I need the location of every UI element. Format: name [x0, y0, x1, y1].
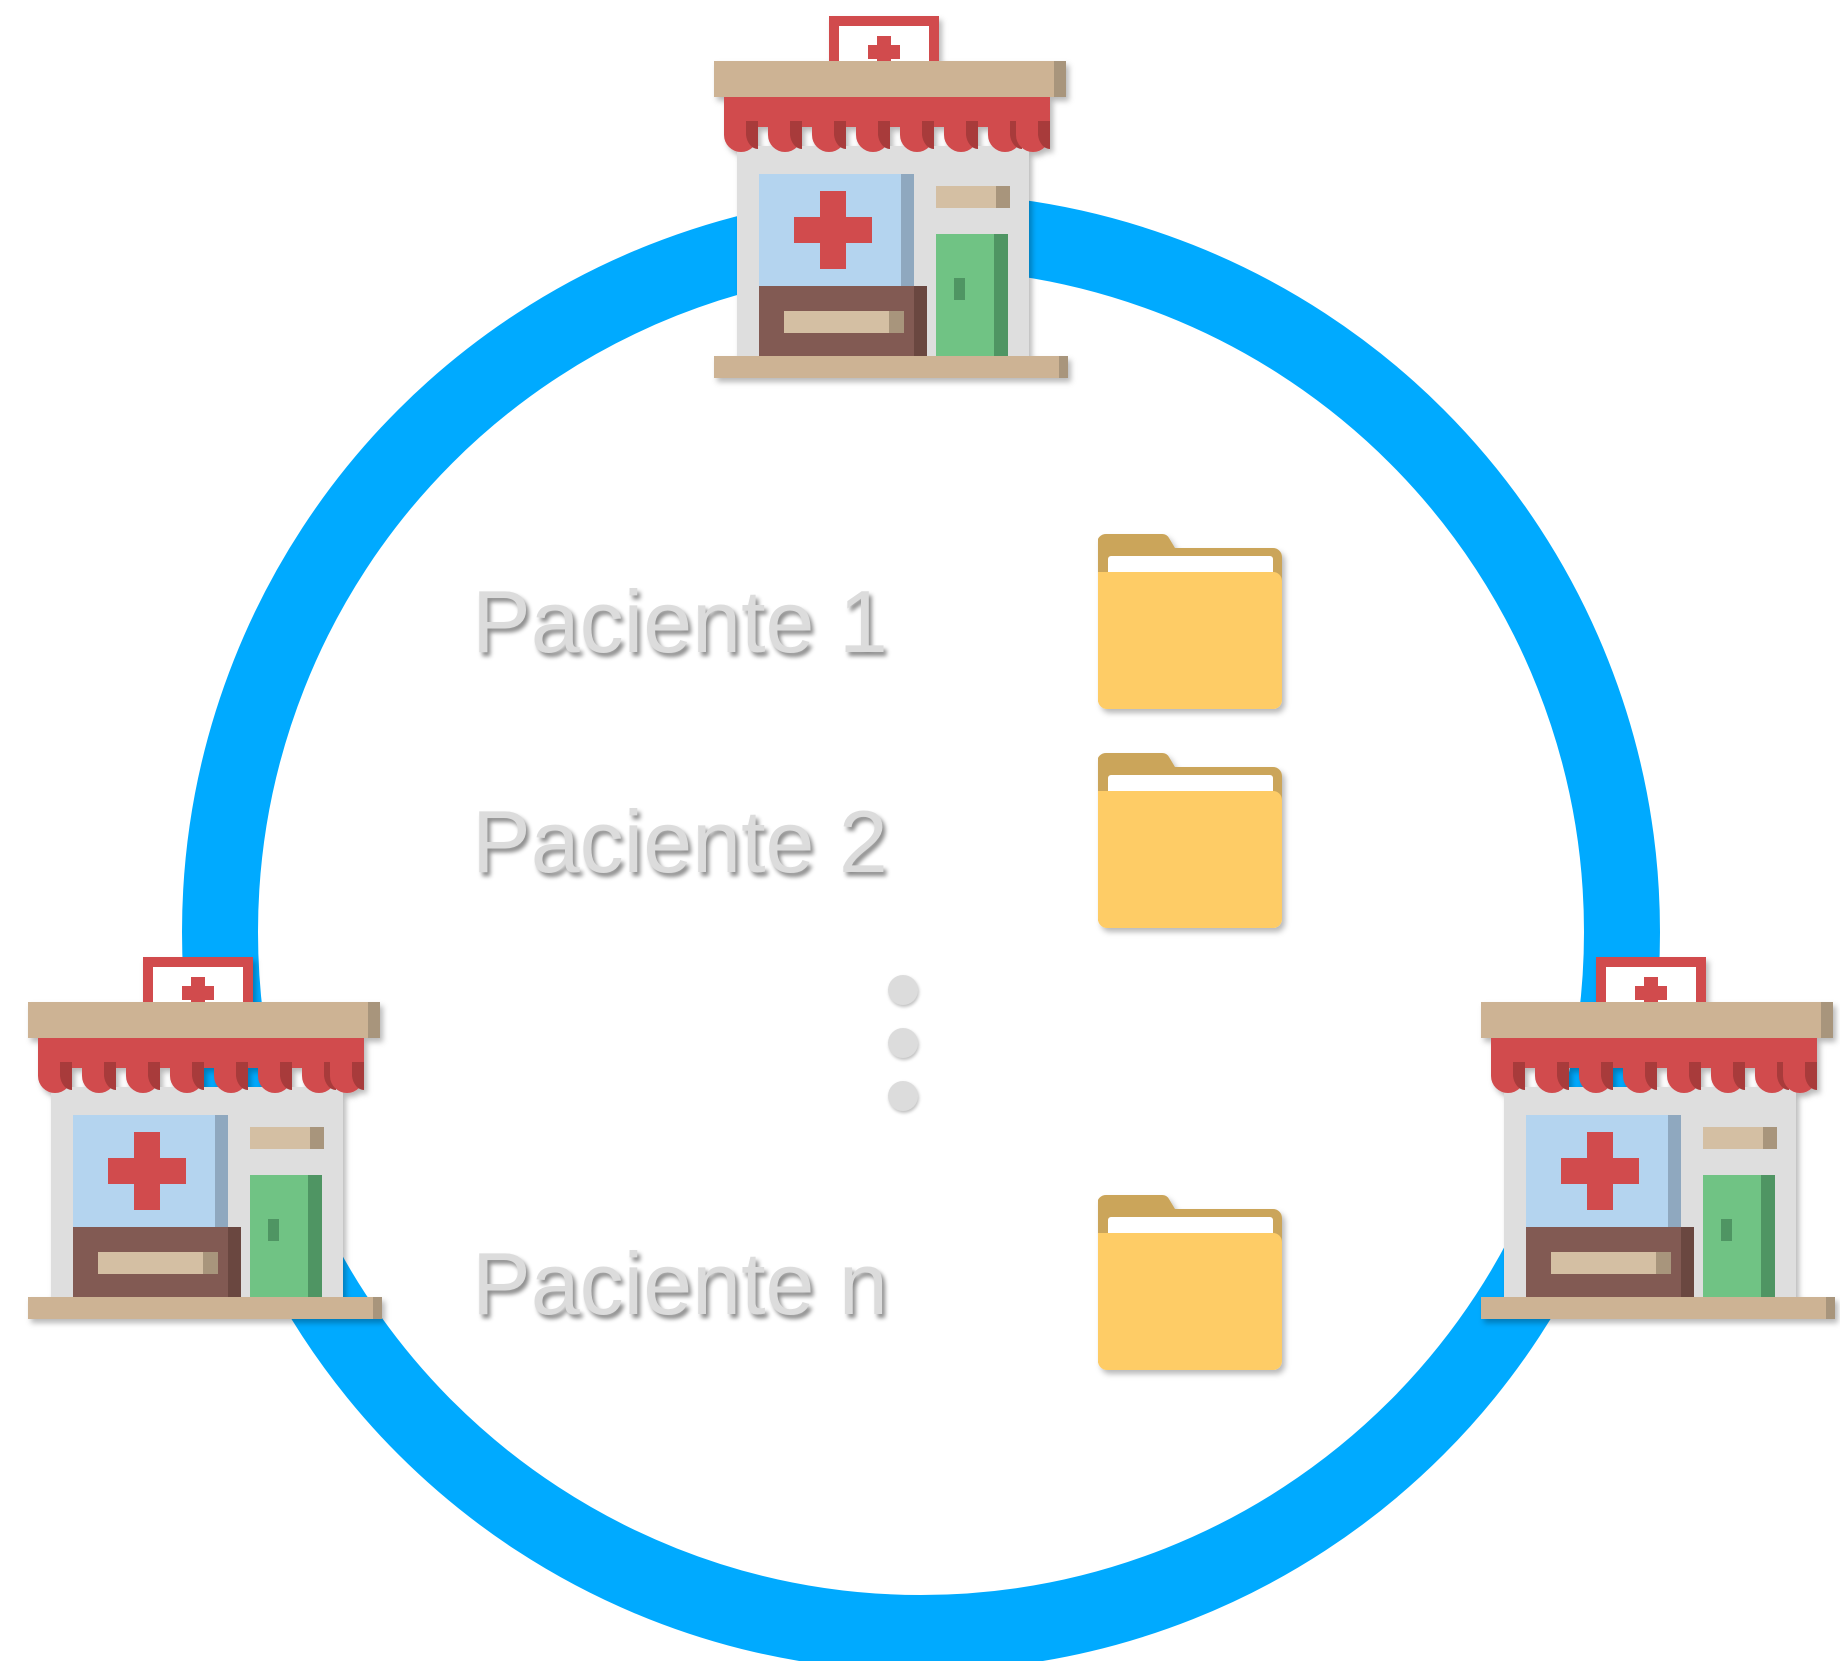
patient-label-1: Paciente 1 [472, 572, 888, 671]
patient-label-n: Paciente n [472, 1234, 888, 1333]
hospital-building-icon [1481, 957, 1835, 1319]
network-ring [182, 193, 1660, 1661]
ellipsis-dot [888, 975, 918, 1005]
hospital-building-icon [28, 957, 382, 1319]
folder-icon [1098, 1195, 1282, 1370]
ellipsis-dot [888, 1081, 918, 1111]
ellipsis-dot [888, 1028, 918, 1058]
folder-icon [1098, 753, 1282, 928]
patient-label-2: Paciente 2 [472, 792, 888, 891]
folder-icon [1098, 534, 1282, 709]
hospital-building-icon [714, 16, 1068, 378]
